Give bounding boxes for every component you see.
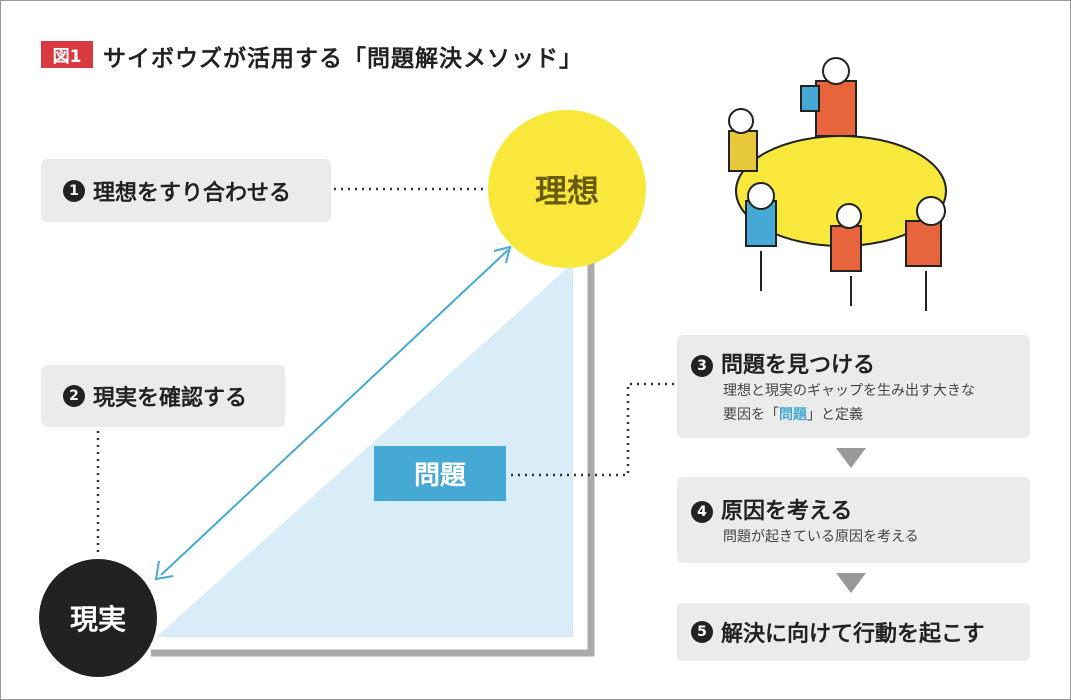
figure-badge: 図1 — [41, 41, 93, 68]
step-3: 3 問題を見つける 理想と現実のギャップを生み出す大きな 要因を「問題」と定義 — [677, 335, 1030, 438]
arrowhead-ideal — [493, 245, 512, 264]
step-label: 原因を考える — [721, 499, 853, 524]
step-5: 5 解決に向けて行動を起こす — [677, 603, 1030, 661]
arrowhead-reality — [154, 560, 174, 581]
gap-arrow — [160, 249, 509, 576]
down-arrow-icon — [836, 448, 866, 468]
step-label: 問題を見つける — [721, 353, 876, 378]
ideal-node: 理想 — [488, 110, 646, 268]
gap-outline — [151, 256, 595, 657]
down-arrow-icon — [836, 573, 866, 593]
connector-3 — [511, 382, 674, 477]
step-number: 1 — [63, 179, 85, 202]
step-label: 理想をすり合わせる — [93, 180, 292, 206]
step-number: 4 — [691, 501, 713, 523]
problem-label: 問題 — [374, 446, 506, 501]
reality-node: 現実 — [39, 559, 157, 677]
problem-highlight: 問題 — [779, 407, 807, 423]
step-number: 2 — [63, 385, 85, 407]
meeting-illustration — [728, 57, 947, 311]
step-desc: 要因を「 — [723, 407, 779, 423]
step-number: 3 — [691, 355, 713, 377]
step-number: 5 — [691, 621, 713, 643]
step-desc: 問題が起きている原因を考える — [723, 529, 919, 545]
step-4: 4 原因を考える 問題が起きている原因を考える — [677, 477, 1030, 563]
step-label: 現実を確認する — [93, 386, 248, 411]
step-desc-line1: 理想と現実のギャップを生み出す大きな — [723, 383, 975, 399]
gap-area — [156, 263, 573, 637]
figure-title: サイボウズが活用する「問題解決メソッド」 — [103, 46, 583, 72]
step-desc: 」と定義 — [807, 407, 863, 423]
step-2: 2 現実を確認する — [41, 365, 285, 427]
step-1: 1 理想をすり合わせる — [41, 159, 331, 222]
step-label: 解決に向けて行動を起こす — [721, 622, 985, 647]
